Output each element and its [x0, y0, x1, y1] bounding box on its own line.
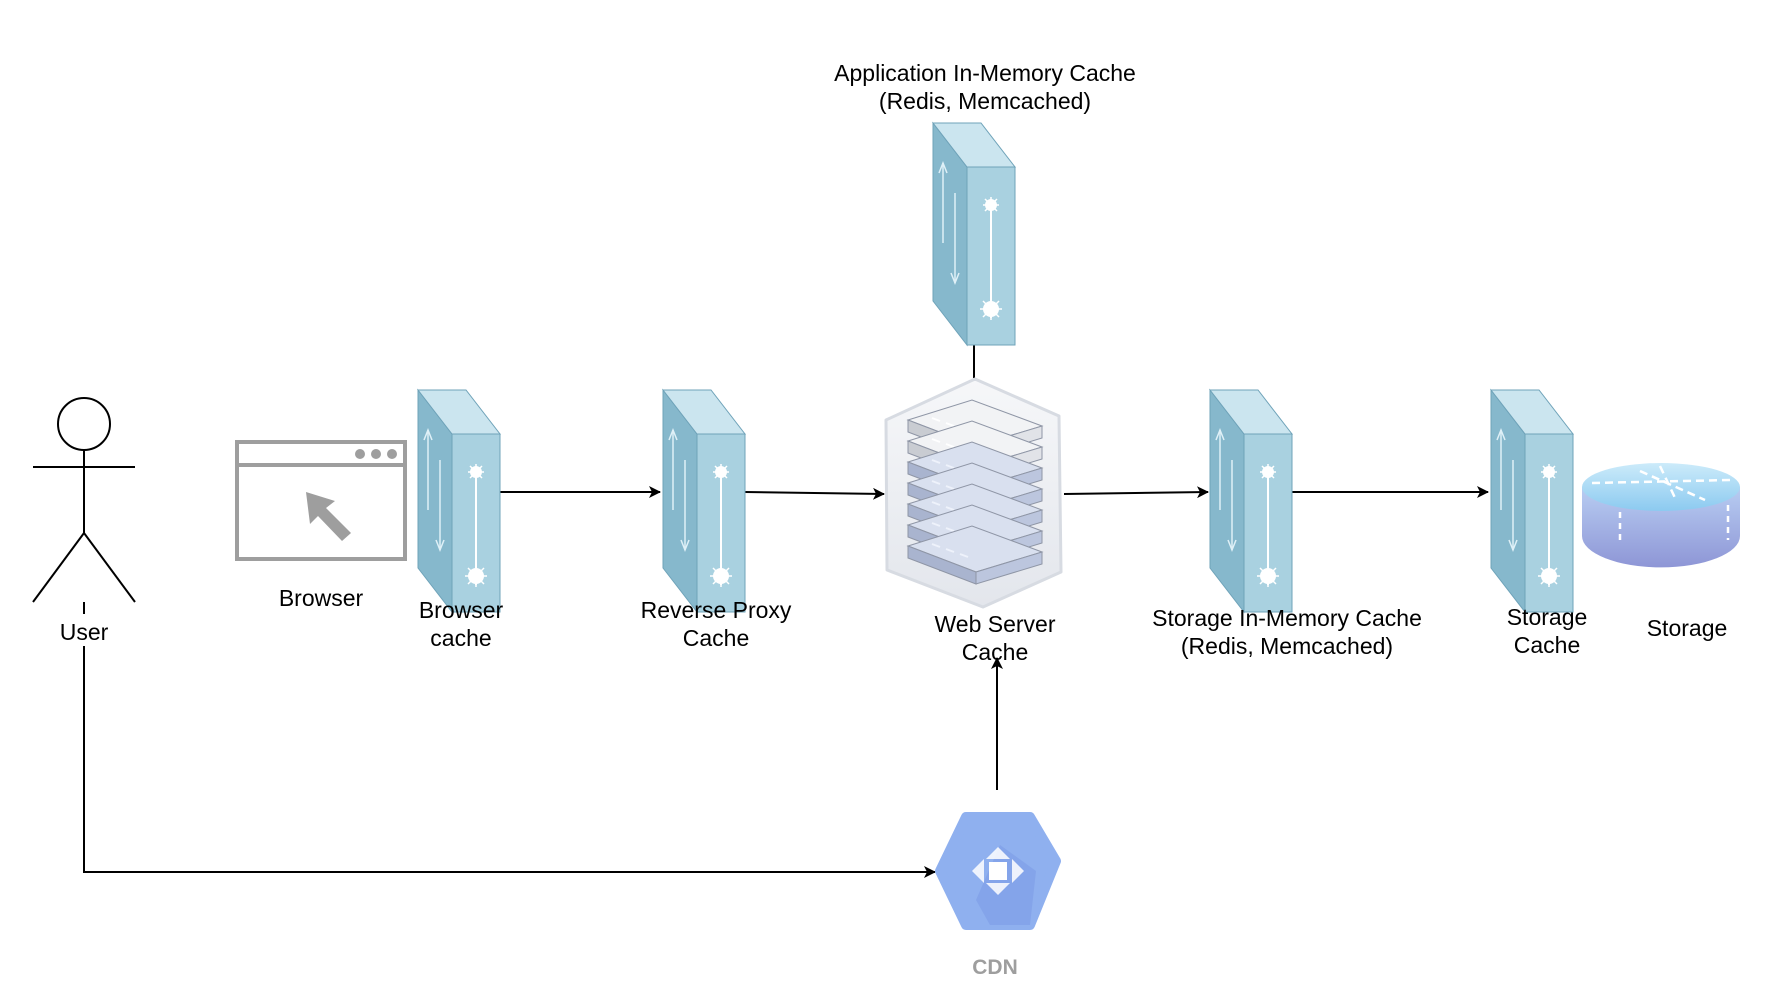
stick-figure-icon [32, 397, 136, 603]
rack-vent [931, 417, 941, 422]
edge-reverse-proxy-to-web-server [744, 487, 885, 500]
rack-vent [945, 527, 955, 532]
reverse-proxy-cache-icon [662, 389, 746, 613]
rack-vent [945, 464, 955, 469]
storage-mem-cache-label: Storage In-Memory Cache (Redis, Memcache… [1152, 605, 1422, 659]
rack-vent [945, 506, 955, 511]
rack-vent [931, 522, 941, 527]
storage-mem-cache-icon [1209, 389, 1293, 613]
browser-cache-icon [417, 389, 501, 613]
rack-vent [931, 480, 941, 485]
rack-vent [945, 443, 955, 448]
web-server-cache-label: Web Server Cache [934, 611, 1056, 665]
rack-vent [931, 438, 941, 443]
rack-vent [945, 485, 955, 490]
browser-window-icon [235, 440, 407, 561]
storage-cache-label: Storage Cache [1506, 604, 1588, 658]
server-rack-icon [884, 377, 1063, 609]
user-label: User [59, 619, 109, 645]
rack-vent [959, 553, 969, 558]
browser-cache-label: Browser cache [418, 597, 504, 651]
edge-web-server-to-storage-mem-cache [1063, 486, 1209, 499]
browser-label: Browser [278, 585, 364, 611]
rack-vent [931, 459, 941, 464]
rack-vent [931, 501, 941, 506]
edge-user-to-cdn [83, 646, 936, 878]
reverse-proxy-cache-label: Reverse Proxy Cache [640, 597, 792, 651]
cdn-label: CDN [972, 956, 1018, 979]
app-cache-icon [932, 122, 1016, 346]
rack-vent [945, 422, 955, 427]
connectors [83, 327, 1489, 878]
cdn-hexagon-icon [935, 812, 1061, 930]
storage-cylinder-icon [1582, 463, 1740, 568]
storage-cache-icon [1490, 389, 1574, 613]
storage-label: Storage [1646, 615, 1728, 641]
rack-vent [945, 548, 955, 553]
rack-unit [975, 551, 1043, 585]
app-cache-label: Application In-Memory Cache (Redis, Memc… [834, 60, 1136, 114]
rack-vent [931, 543, 941, 548]
